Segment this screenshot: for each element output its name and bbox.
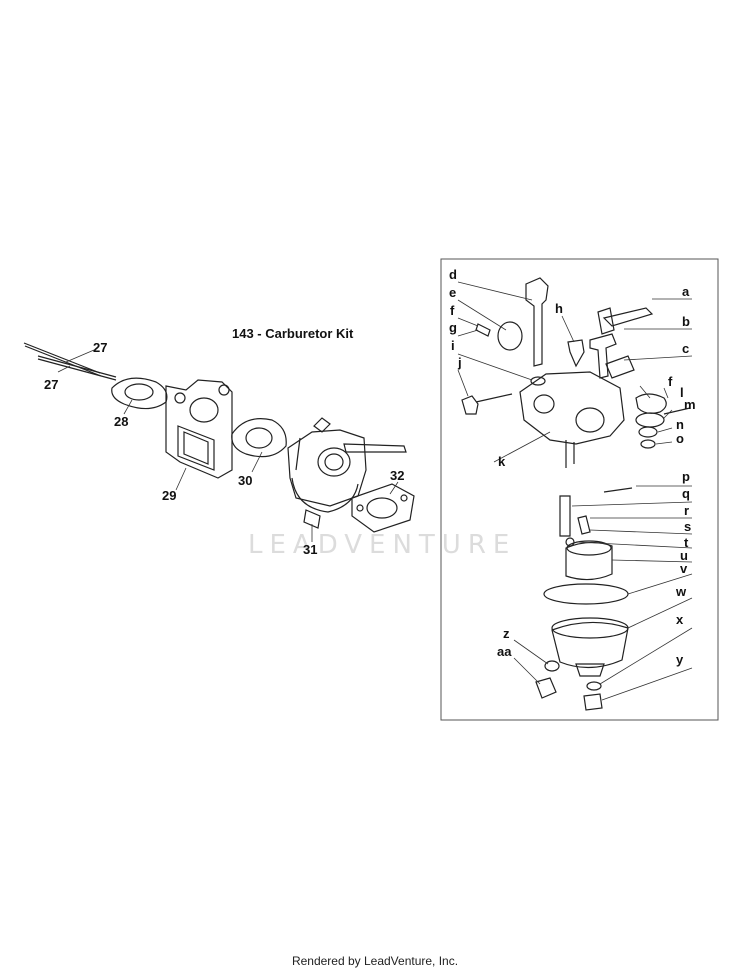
- part-i: [530, 376, 546, 386]
- label-32: 32: [390, 468, 404, 483]
- part-k: [519, 371, 625, 445]
- gasket-28: [111, 377, 168, 410]
- part-a: [597, 307, 654, 335]
- part-aa: [535, 677, 557, 699]
- insulator-29: [165, 379, 233, 479]
- label-k: k: [498, 454, 506, 469]
- label-f-upper: f: [450, 303, 455, 318]
- label-m: m: [684, 397, 696, 412]
- label-29: 29: [162, 488, 176, 503]
- part-x: [586, 681, 602, 691]
- footer-credit: Rendered by LeadVenture, Inc.: [291, 954, 459, 968]
- part-b: [589, 333, 617, 379]
- label-g: g: [449, 320, 457, 335]
- label-aa: aa: [497, 644, 512, 659]
- part-d: [525, 277, 549, 367]
- label-j: j: [457, 355, 462, 370]
- label-u: u: [680, 548, 688, 563]
- part-h: [567, 339, 585, 368]
- part-m: [635, 412, 665, 428]
- gasket-30: [231, 418, 287, 458]
- label-c: c: [682, 341, 689, 356]
- label-d: d: [449, 267, 457, 282]
- part-z: [544, 660, 560, 672]
- gasket-32: [351, 483, 415, 533]
- part-n: [638, 426, 658, 438]
- part-e: [497, 321, 523, 351]
- label-b: b: [682, 314, 690, 329]
- label-28: 28: [114, 414, 128, 429]
- part-q: [559, 495, 571, 537]
- label-w: w: [675, 584, 687, 599]
- label-31: 31: [303, 542, 317, 557]
- label-n: n: [676, 417, 684, 432]
- label-e: e: [449, 285, 456, 300]
- part-u: [565, 541, 613, 581]
- label-t: t: [684, 535, 689, 550]
- label-v: v: [680, 561, 688, 576]
- label-30: 30: [238, 473, 252, 488]
- label-f-lower: f: [668, 374, 673, 389]
- watermark: LEADVENTURE: [248, 530, 516, 560]
- left-assembly: 27 27 28 29 30 31 32: [23, 340, 415, 557]
- right-assembly: a b c d e f g h i j k f l m n o p q r s …: [449, 267, 696, 711]
- label-x: x: [676, 612, 684, 627]
- label-i: i: [451, 338, 455, 353]
- part-c: [605, 355, 635, 379]
- part-g: [475, 323, 491, 337]
- stud-27-upper: [23, 342, 102, 377]
- label-27-lower: 27: [44, 377, 58, 392]
- part-y: [583, 693, 603, 711]
- label-h: h: [555, 301, 563, 316]
- label-o: o: [676, 431, 684, 446]
- label-y: y: [676, 652, 684, 667]
- part-r: [577, 515, 591, 535]
- part-w: [551, 621, 629, 669]
- label-r: r: [684, 503, 689, 518]
- label-p: p: [682, 469, 690, 484]
- stud-27-lower: [37, 355, 117, 381]
- diagram-title: 143 - Carburetor Kit: [232, 326, 354, 341]
- carburetor-31: [287, 417, 407, 529]
- part-v: [543, 583, 629, 605]
- part-p: [603, 487, 633, 493]
- label-27-upper: 27: [93, 340, 107, 355]
- part-o: [640, 439, 656, 449]
- label-q: q: [682, 486, 690, 501]
- label-a: a: [682, 284, 690, 299]
- part-j: [461, 393, 513, 415]
- part-l: [635, 393, 667, 414]
- label-z: z: [503, 626, 510, 641]
- label-l: l: [680, 385, 684, 400]
- exploded-view-frame: [440, 258, 719, 721]
- label-s: s: [684, 519, 691, 534]
